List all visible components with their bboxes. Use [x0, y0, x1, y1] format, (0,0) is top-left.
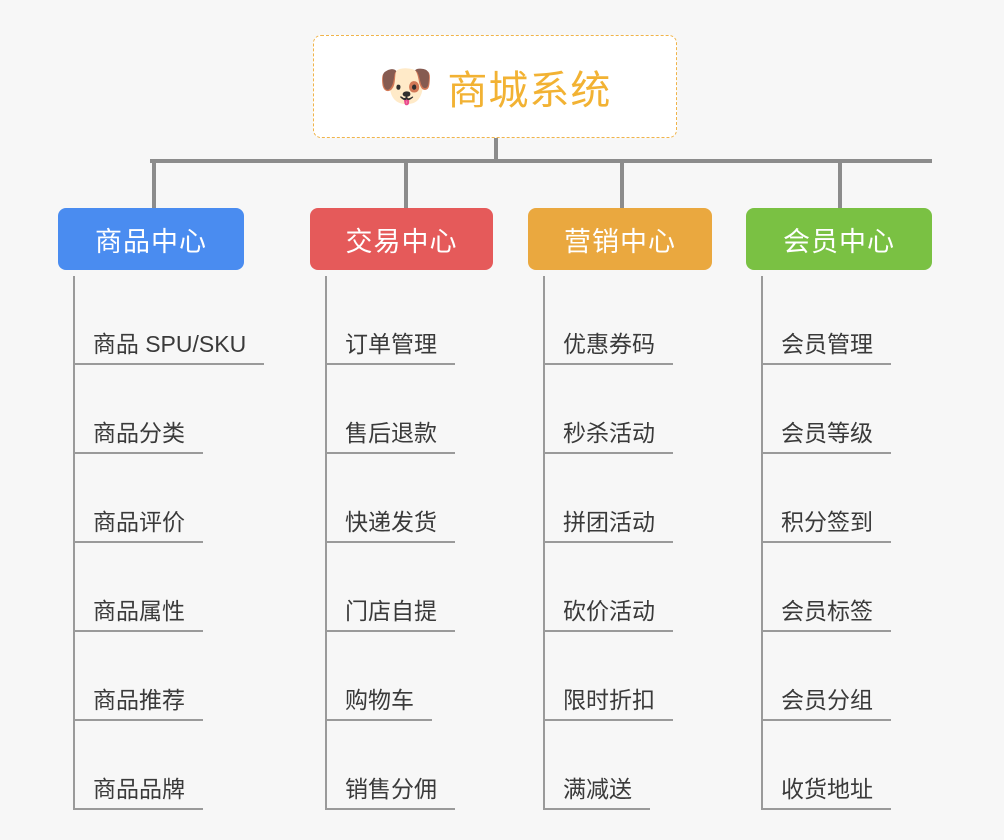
leaf-item[interactable]: 会员分组	[763, 632, 891, 721]
category-label-member-center: 会员中心	[783, 226, 895, 257]
leaf-spine-trade-center	[325, 276, 327, 810]
category-label-marketing-center: 营销中心	[564, 226, 676, 257]
leaf-item[interactable]: 限时折扣	[545, 632, 673, 721]
category-box-trade-center[interactable]: 交易中心	[310, 208, 493, 270]
leaf-item[interactable]: 商品分类	[75, 365, 203, 454]
leaf-item[interactable]: 商品 SPU/SKU	[75, 276, 264, 365]
root-node[interactable]: 🐶 商城系统	[313, 35, 677, 138]
leaf-item[interactable]: 会员管理	[763, 276, 891, 365]
leaf-item-label: 订单管理	[345, 330, 437, 357]
leaf-item-label: 拼团活动	[563, 508, 655, 535]
category-label-trade-center: 交易中心	[345, 226, 458, 257]
leaf-item[interactable]: 收货地址	[763, 721, 891, 810]
category-label-product-center: 商品中心	[95, 226, 207, 257]
leaf-item-label: 会员等级	[781, 419, 873, 446]
leaf-item-label: 收货地址	[781, 775, 873, 802]
leaf-item[interactable]: 砍价活动	[545, 543, 673, 632]
leaf-item[interactable]: 商品属性	[75, 543, 203, 632]
leaf-item[interactable]: 拼团活动	[545, 454, 673, 543]
leaf-item-label: 快递发货	[345, 508, 437, 535]
leaf-item-label: 砍价活动	[563, 597, 655, 624]
leaf-item[interactable]: 会员标签	[763, 543, 891, 632]
root-title: 商城系统	[447, 68, 612, 113]
leaf-item-label: 门店自提	[345, 597, 437, 624]
leaf-item-label: 售后退款	[345, 419, 437, 446]
leaf-item-label: 商品品牌	[93, 775, 185, 802]
leaf-item-label: 商品评价	[93, 508, 185, 535]
leaf-item[interactable]: 商品评价	[75, 454, 203, 543]
leaf-spine-product-center	[73, 276, 75, 810]
branch-drop-member-center	[838, 159, 842, 209]
leaf-item[interactable]: 会员等级	[763, 365, 891, 454]
leaf-item[interactable]: 秒杀活动	[545, 365, 673, 454]
leaf-item-label: 商品 SPU/SKU	[92, 330, 247, 357]
branch-drop-product-center	[152, 159, 156, 209]
leaf-item-label: 销售分佣	[345, 775, 437, 802]
root-stem-connector	[494, 138, 498, 162]
leaf-item-label: 限时折扣	[563, 686, 655, 713]
leaf-item-label: 积分签到	[781, 508, 873, 535]
leaf-item-label: 购物车	[345, 686, 414, 713]
leaf-item[interactable]: 购物车	[327, 632, 432, 721]
leaf-item-label: 会员标签	[781, 597, 873, 624]
category-box-product-center[interactable]: 商品中心	[58, 208, 244, 270]
leaf-item[interactable]: 订单管理	[327, 276, 455, 365]
branch-drop-marketing-center	[620, 159, 624, 209]
leaf-item[interactable]: 积分签到	[763, 454, 891, 543]
leaf-item-label: 秒杀活动	[563, 419, 655, 446]
leaf-item[interactable]: 销售分佣	[327, 721, 455, 810]
branch-drop-trade-center	[404, 159, 408, 209]
leaf-item[interactable]: 优惠券码	[545, 276, 673, 365]
leaf-item[interactable]: 门店自提	[327, 543, 455, 632]
leaf-item-label: 商品属性	[93, 597, 185, 624]
leaf-item-label: 优惠券码	[563, 330, 655, 357]
shiba-dog-face-icon: 🐶	[378, 61, 434, 111]
horizontal-bus-connector	[150, 159, 932, 163]
category-box-marketing-center[interactable]: 营销中心	[528, 208, 712, 270]
leaf-item-label: 满减送	[563, 775, 632, 802]
leaf-spine-marketing-center	[543, 276, 545, 810]
leaf-item-label: 商品分类	[93, 419, 185, 446]
leaf-item[interactable]: 满减送	[545, 721, 650, 810]
leaf-item-label: 会员分组	[781, 686, 873, 713]
leaf-spine-member-center	[761, 276, 763, 810]
category-box-member-center[interactable]: 会员中心	[746, 208, 932, 270]
leaf-item[interactable]: 售后退款	[327, 365, 455, 454]
leaf-item[interactable]: 商品推荐	[75, 632, 203, 721]
leaf-item[interactable]: 商品品牌	[75, 721, 203, 810]
leaf-item-label: 商品推荐	[93, 686, 185, 713]
leaf-item-label: 会员管理	[781, 330, 873, 357]
leaf-item[interactable]: 快递发货	[327, 454, 455, 543]
